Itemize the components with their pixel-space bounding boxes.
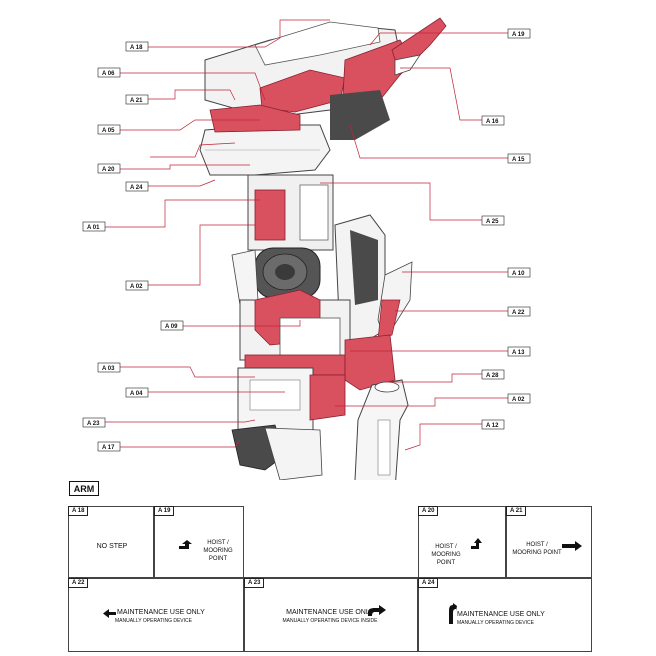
decal-id: A 22 <box>68 578 89 588</box>
arrow-left-icon <box>103 609 116 618</box>
svg-text:A 17: A 17 <box>102 445 115 451</box>
callout-a18-left: A 18 <box>125 41 149 52</box>
decal-id: A 24 <box>418 578 439 588</box>
callout-a06: A 06 <box>97 67 121 78</box>
svg-text:A 12: A 12 <box>486 423 499 429</box>
callout-a02-left: A 02 <box>125 280 149 291</box>
decal-id: A 20 <box>418 506 439 516</box>
decal-cell-a18: A 18 NO STEP <box>68 506 154 578</box>
arrow-up-left-icon <box>179 540 192 549</box>
decal-cell-a19: A 19 HOIST /MOORING POINT <box>154 506 244 578</box>
callout-a16: A 16 <box>481 115 505 126</box>
decal-id: A 19 <box>154 506 175 516</box>
arrow-curve-up-icon <box>449 603 457 624</box>
decal-text: HOIST /MOORING POINT <box>431 544 461 566</box>
svg-text:A 19: A 19 <box>512 32 525 38</box>
svg-text:A 02: A 02 <box>512 397 525 403</box>
callout-a28: A 28 <box>481 369 505 380</box>
svg-text:A 09: A 09 <box>165 324 178 330</box>
svg-text:A 03: A 03 <box>102 366 115 372</box>
svg-text:A 10: A 10 <box>512 271 525 277</box>
section-title-arm: ARM <box>69 481 99 496</box>
svg-text:A 02: A 02 <box>130 284 143 290</box>
svg-text:A 13: A 13 <box>512 350 525 356</box>
callout-a01: A 01 <box>82 221 106 232</box>
decal-cell-empty-1 <box>244 506 418 578</box>
decal-cell-a21: A 21 HOIST /MOORING POINT <box>506 506 592 578</box>
arrow-curve-right-icon <box>368 605 386 616</box>
svg-text:A 21: A 21 <box>130 98 143 104</box>
svg-text:A 16: A 16 <box>486 119 499 125</box>
decal-text: HOIST /MOORING POINT <box>512 542 562 556</box>
callout-a09: A 09 <box>160 320 184 331</box>
svg-text:A 18: A 18 <box>130 45 143 51</box>
arm-illustration <box>199 17 447 480</box>
callout-a12: A 12 <box>481 419 505 430</box>
svg-text:A 05: A 05 <box>102 128 115 134</box>
callout-a15: A 15 <box>507 153 531 164</box>
arrow-right-icon <box>562 541 582 551</box>
decal-id: A 18 <box>68 506 89 516</box>
callout-a24: A 24 <box>125 181 149 192</box>
decal-id: A 21 <box>506 506 527 516</box>
callout-a03: A 03 <box>97 362 121 373</box>
arm-diagram: A 18 A 06 A 21 A 05 A 20 A 24 A 01 A 02 … <box>82 17 531 480</box>
callout-a13: A 13 <box>507 346 531 357</box>
svg-text:A 25: A 25 <box>486 219 499 225</box>
svg-text:A 22: A 22 <box>512 310 525 316</box>
svg-text:A 28: A 28 <box>486 373 499 379</box>
callout-a20: A 20 <box>97 163 121 174</box>
callout-a21: A 21 <box>125 94 149 105</box>
callout-a02-right: A 02 <box>507 393 531 404</box>
callout-a04: A 04 <box>125 387 149 398</box>
svg-text:A 15: A 15 <box>512 157 525 163</box>
svg-text:A 06: A 06 <box>102 71 115 77</box>
svg-text:A 23: A 23 <box>87 421 100 427</box>
arrow-up-right-icon <box>471 538 482 549</box>
callout-a19: A 19 <box>507 28 531 39</box>
decal-text: NO STEP <box>96 543 128 550</box>
svg-text:A 20: A 20 <box>102 167 115 173</box>
callout-a25: A 25 <box>481 215 505 226</box>
callout-a10: A 10 <box>507 267 531 278</box>
decal-text: HOIST /MOORING POINT <box>203 540 233 562</box>
callout-a23: A 23 <box>82 417 106 428</box>
leader-lines <box>105 19 508 451</box>
callout-a17: A 17 <box>97 441 121 452</box>
callout-tags: A 18 A 06 A 21 A 05 A 20 A 24 A 01 A 02 … <box>82 28 531 452</box>
callout-a22: A 22 <box>507 306 531 317</box>
callout-a05: A 05 <box>97 124 121 135</box>
svg-text:A 04: A 04 <box>130 391 143 397</box>
decal-cell-a20: A 20 HOIST /MOORING POINT <box>418 506 506 578</box>
decal-id: A 23 <box>244 578 265 588</box>
svg-text:A 24: A 24 <box>130 185 143 191</box>
svg-text:A 01: A 01 <box>87 225 100 231</box>
